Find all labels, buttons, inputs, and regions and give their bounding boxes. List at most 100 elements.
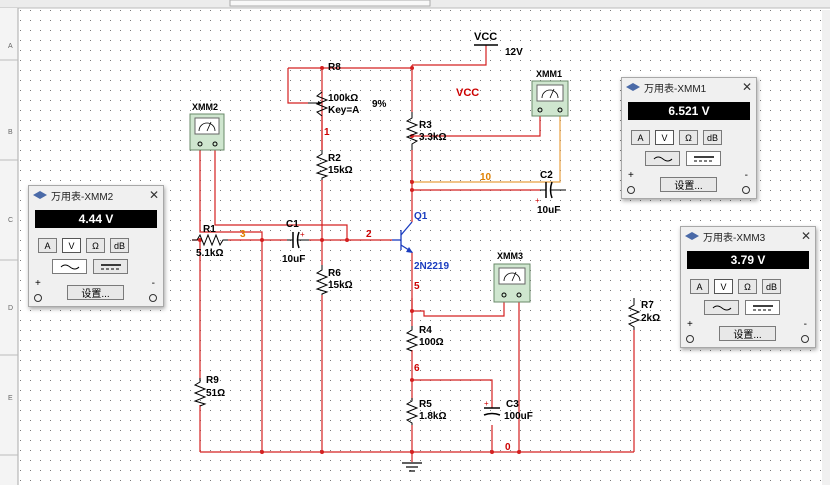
mode-ohm-button[interactable]: Ω [679,130,698,145]
r5-value: 1.8kΩ [419,411,446,422]
r5-resistor[interactable] [405,398,419,425]
mode-volt-button[interactable]: V [714,279,733,294]
minus-terminal-label: - [803,319,807,330]
r8-potentiometer[interactable]: R8 100kΩ Key=A 9% [308,62,387,117]
vertical-scrollbar[interactable] [822,10,830,485]
r8-percent: 9% [372,99,387,110]
wire-node5-xmm3[interactable] [411,298,505,317]
settings-button[interactable]: 设置... [719,326,776,341]
ground-icon[interactable] [402,462,422,472]
xmm2-titlebar[interactable]: 万用表-XMM2 ✕ [29,186,163,204]
meter-title-icon [33,191,47,199]
close-icon[interactable]: ✕ [741,80,753,94]
plus-terminal[interactable] [686,335,694,343]
ruler-label-d: D [8,305,13,312]
r7-resistor[interactable] [627,298,641,330]
r4-value: 100Ω [419,337,444,348]
c2-capacitor[interactable]: + [535,181,566,205]
xmm3-symbol[interactable]: XMM3 [493,251,531,303]
wire-r8-left[interactable] [287,68,308,104]
r3-resistor[interactable] [405,112,419,150]
minus-terminal-label: - [151,278,155,289]
top-ruler [0,0,830,9]
mode-ampere-button[interactable]: A [690,279,709,294]
r1-resistor[interactable] [192,233,228,247]
mode-db-button[interactable]: dB [110,238,129,253]
wire-node2-xmm2[interactable] [214,150,348,240]
mode-ampere-button[interactable]: A [631,130,650,145]
plus-terminal-label: + [35,278,41,289]
sine-wave-icon [653,156,672,161]
c3-value: 100uF [504,411,533,422]
xmm1-panel[interactable]: 万用表-XMM1 ✕ 6.521 V A V Ω dB + - 设置... [621,77,757,199]
plus-terminal[interactable] [627,186,635,194]
xmm2-label: XMM2 [192,102,218,112]
dc-mode-button[interactable] [745,300,780,315]
r6-resistor[interactable] [315,265,329,295]
dc-line-icon [100,263,121,269]
r1-value: 5.1kΩ [196,248,223,259]
r2-ref: R2 [328,153,341,164]
c1-capacitor[interactable]: + [287,230,309,249]
xmm2-panel[interactable]: 万用表-XMM2 ✕ 4.44 V A V Ω dB + - 设置... [28,185,164,307]
plus-terminal[interactable] [34,294,42,302]
r6-ref: R6 [328,268,341,279]
r9-resistor[interactable] [193,378,207,407]
wire-node3-xmm2[interactable] [199,150,263,452]
xmm2-reading: 4.44 V [35,210,157,228]
mode-db-button[interactable]: dB [762,279,781,294]
wire-node6-c3[interactable] [412,379,493,408]
ac-mode-button[interactable] [645,151,680,166]
svg-text:+: + [300,230,305,239]
wire-vcc[interactable] [412,45,487,66]
svg-text:+: + [484,399,489,408]
mode-ohm-button[interactable]: Ω [86,238,105,253]
r7-value: 2kΩ [641,313,660,324]
settings-button[interactable]: 设置... [67,285,124,300]
net-label-2: 2 [366,229,372,240]
r2-resistor[interactable] [315,150,329,180]
close-icon[interactable]: ✕ [148,188,160,202]
minus-terminal[interactable] [742,186,750,194]
c1-value: 10uF [282,254,305,265]
net-label-6: 6 [414,363,420,374]
minus-terminal-label: - [744,170,748,181]
r8-key: Key=A [328,105,359,116]
wire-xmm1-minus[interactable] [412,116,561,183]
mode-volt-button[interactable]: V [655,130,674,145]
ac-mode-button[interactable] [704,300,739,315]
net-label-3: 3 [240,229,246,240]
ruler-label-b: B [8,129,13,136]
mode-db-button[interactable]: dB [703,130,722,145]
r3-ref: R3 [419,120,432,131]
xmm1-titlebar[interactable]: 万用表-XMM1 ✕ [622,78,756,96]
close-icon[interactable]: ✕ [800,229,812,243]
dc-line-icon [693,155,714,161]
xmm1-symbol[interactable]: XMM1 [531,69,569,117]
q1-transistor[interactable] [392,221,413,253]
mode-volt-button[interactable]: V [62,238,81,253]
r8-ref: R8 [328,62,341,73]
minus-terminal[interactable] [149,294,157,302]
vcc-net-label: VCC [456,87,479,99]
xmm3-panel[interactable]: 万用表-XMM3 ✕ 3.79 V A V Ω dB + - 设置... [680,226,816,348]
xmm2-title: 万用表-XMM2 [51,191,114,203]
mode-ampere-button[interactable]: A [38,238,57,253]
left-ruler: A B C D E [0,8,19,485]
dc-mode-button[interactable] [93,259,128,274]
vcc-power-symbol[interactable]: VCC 12V [474,31,523,58]
xmm1-label: XMM1 [536,69,562,79]
ruler-label-a: A [8,43,13,50]
xmm2-symbol[interactable]: XMM2 [189,102,225,151]
settings-button[interactable]: 设置... [660,177,717,192]
ac-mode-button[interactable] [52,259,87,274]
dc-mode-button[interactable] [686,151,721,166]
q1-ref: Q1 [414,211,428,222]
mode-ohm-button[interactable]: Ω [738,279,757,294]
xmm3-titlebar[interactable]: 万用表-XMM3 ✕ [681,227,815,245]
minus-terminal[interactable] [801,335,809,343]
c3-capacitor[interactable]: + [483,399,501,416]
wire-xmm1-plus[interactable] [412,116,541,137]
r4-resistor[interactable] [405,326,419,352]
r5-ref: R5 [419,399,432,410]
